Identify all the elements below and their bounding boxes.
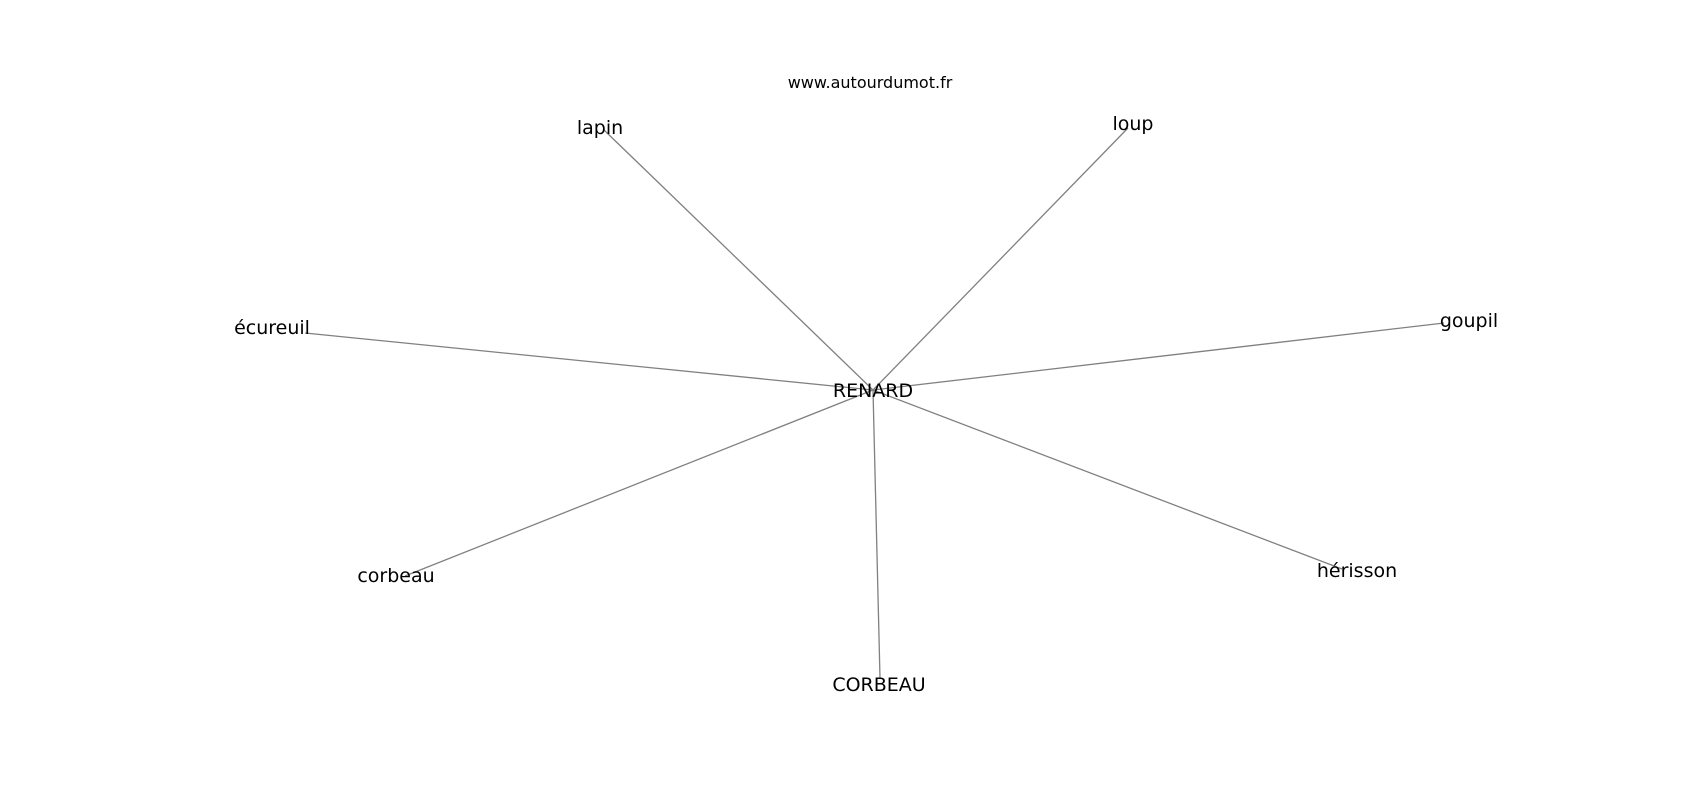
node-label-goupil: goupil xyxy=(1440,310,1498,332)
edge-renard-lapin xyxy=(603,129,874,391)
edge-renard-loup xyxy=(872,127,1129,391)
edge-renard-corbeau xyxy=(872,389,881,679)
edge-renard-goupil xyxy=(872,322,1445,391)
node-label-corbeau: corbeau xyxy=(357,565,434,587)
node-label-herisson: hérisson xyxy=(1317,560,1397,582)
node-label-lapin: lapin xyxy=(577,117,623,139)
node-label-ecureuil: écureuil xyxy=(234,317,310,339)
source-watermark: www.autourdumot.fr xyxy=(788,73,953,92)
node-label-loup: loup xyxy=(1112,113,1153,135)
edge-renard-corbeau xyxy=(404,389,874,577)
graph-nodes: RENARD lapin loup écureuil goupil corbeau héri… xyxy=(234,113,1498,696)
edge-renard-herisson xyxy=(872,389,1343,570)
graph-edges xyxy=(304,127,1445,679)
center-node-label: RENARD xyxy=(833,380,913,402)
edge-renard-ecureuil xyxy=(304,332,874,391)
node-label-corbeau: CORBEAU xyxy=(832,674,925,696)
